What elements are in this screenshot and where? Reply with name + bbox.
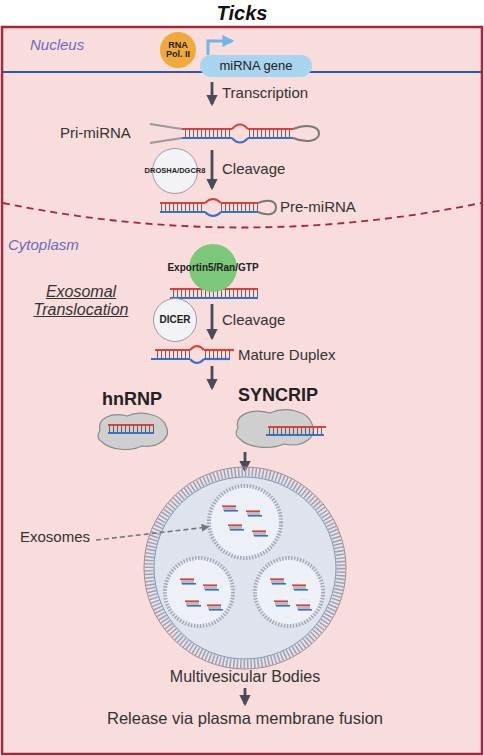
drawing-part	[232, 138, 248, 143]
drawing-part	[248, 130, 293, 137]
step-label: Release via plasma membrane fusion	[40, 709, 450, 728]
drawing-part	[108, 424, 154, 426]
drawing-part	[96, 527, 208, 540]
drawing-part	[98, 413, 167, 449]
drawing-part	[258, 201, 276, 215]
protein-blob: hnRNP	[92, 390, 172, 452]
exportin-circle: Exportin5/Ran/GTP	[189, 244, 237, 292]
drawing-part	[150, 138, 182, 143]
drawing-part	[160, 202, 205, 204]
drawing-part	[144, 467, 346, 669]
drawing-part	[150, 124, 319, 143]
drawing-part	[211, 150, 214, 188]
drawing-part	[248, 128, 293, 130]
enzyme-circle: DROSHA/DGCR8	[152, 148, 198, 194]
drawing-part	[204, 358, 230, 360]
structure-label: Multivesicular Bodies	[120, 668, 370, 686]
drawing-part	[252, 531, 268, 536]
callout-label: Exosomes	[20, 528, 90, 545]
drawing-part	[221, 211, 258, 213]
rna-label: Pri-miRNA	[60, 124, 131, 141]
drawing-part	[221, 204, 258, 211]
drawing-part	[185, 601, 201, 606]
drawing-part	[155, 349, 190, 351]
node-text: DROSHA/DGCR8	[145, 167, 206, 175]
step-label: Transcription	[222, 84, 308, 101]
drawing-part	[232, 125, 248, 130]
drawing-part	[274, 601, 290, 606]
rna-label: Mature Duplex	[238, 346, 336, 363]
node-text: hnRNP	[102, 390, 162, 410]
protein-shape	[228, 406, 328, 450]
enzyme-circle: DICER	[153, 298, 197, 342]
drawing-part	[180, 579, 196, 584]
drawing-part	[151, 346, 234, 363]
drawing-part	[203, 585, 219, 590]
polymerase-circle: RNA Pol. II	[160, 32, 196, 68]
drawing-part	[155, 351, 190, 358]
drawing-part	[190, 359, 204, 363]
drawing-part	[221, 202, 258, 204]
step-label: Cleavage	[222, 311, 285, 328]
drawing-part	[211, 82, 214, 104]
diagram-title: Ticks	[0, 2, 484, 25]
node-text: RNA Pol. II	[160, 41, 196, 60]
drawing-part	[207, 605, 223, 610]
drawing-part	[292, 585, 308, 590]
node-text: Exportin5/Ran/GTP	[167, 263, 258, 274]
drawing-part	[150, 124, 182, 129]
drawing-part	[151, 358, 190, 360]
drawing-part	[228, 525, 244, 530]
drawing-part	[182, 128, 232, 130]
drawing-part	[246, 511, 262, 516]
protein-shape	[92, 410, 172, 450]
drawing-part	[160, 204, 205, 211]
drawing-part	[208, 41, 232, 55]
drawing-part	[268, 426, 326, 428]
step-label: Cleavage	[222, 160, 285, 177]
drawing-part	[296, 605, 312, 610]
drawing-part	[268, 428, 324, 434]
drawing-part	[244, 688, 247, 704]
drawing-part	[108, 426, 154, 432]
drawing-part	[204, 351, 230, 358]
drawing-part	[160, 199, 276, 216]
region-label: Nucleus	[30, 36, 84, 53]
drawing-part	[266, 434, 324, 436]
drawing-part	[160, 211, 205, 213]
drawing-part	[108, 432, 154, 434]
drawing-part	[182, 137, 232, 139]
drawing-part	[165, 558, 233, 626]
node-text: SYNCRIP	[238, 386, 318, 406]
drawing-part	[154, 477, 336, 659]
drawing-part	[255, 558, 323, 626]
drawing-part	[293, 126, 319, 141]
drawing-part	[144, 467, 346, 669]
gene-box: miRNA gene	[200, 55, 312, 77]
drawing-part	[205, 199, 221, 203]
drawing-part	[248, 137, 293, 139]
drawing-part	[222, 506, 238, 511]
region-label: Cytoplasm	[8, 236, 79, 253]
process-label: Exosomal Translocation	[22, 283, 140, 320]
drawing-part	[209, 486, 281, 558]
node-text: miRNA gene	[220, 59, 293, 73]
drawing-part	[205, 212, 221, 216]
drawing-part	[190, 346, 204, 350]
drawing-part	[3, 203, 481, 228]
drawing-part	[211, 366, 214, 388]
drawing-part	[204, 349, 234, 351]
rna-label: Pre-miRNA	[280, 198, 356, 215]
drawing-part	[2, 27, 482, 754]
node-text: DICER	[159, 315, 190, 326]
drawing-part	[182, 130, 232, 137]
drawing-part	[149, 472, 341, 664]
protein-blob: SYNCRIP	[228, 386, 328, 452]
drawing-part	[270, 579, 286, 584]
drawing-part	[211, 304, 214, 338]
